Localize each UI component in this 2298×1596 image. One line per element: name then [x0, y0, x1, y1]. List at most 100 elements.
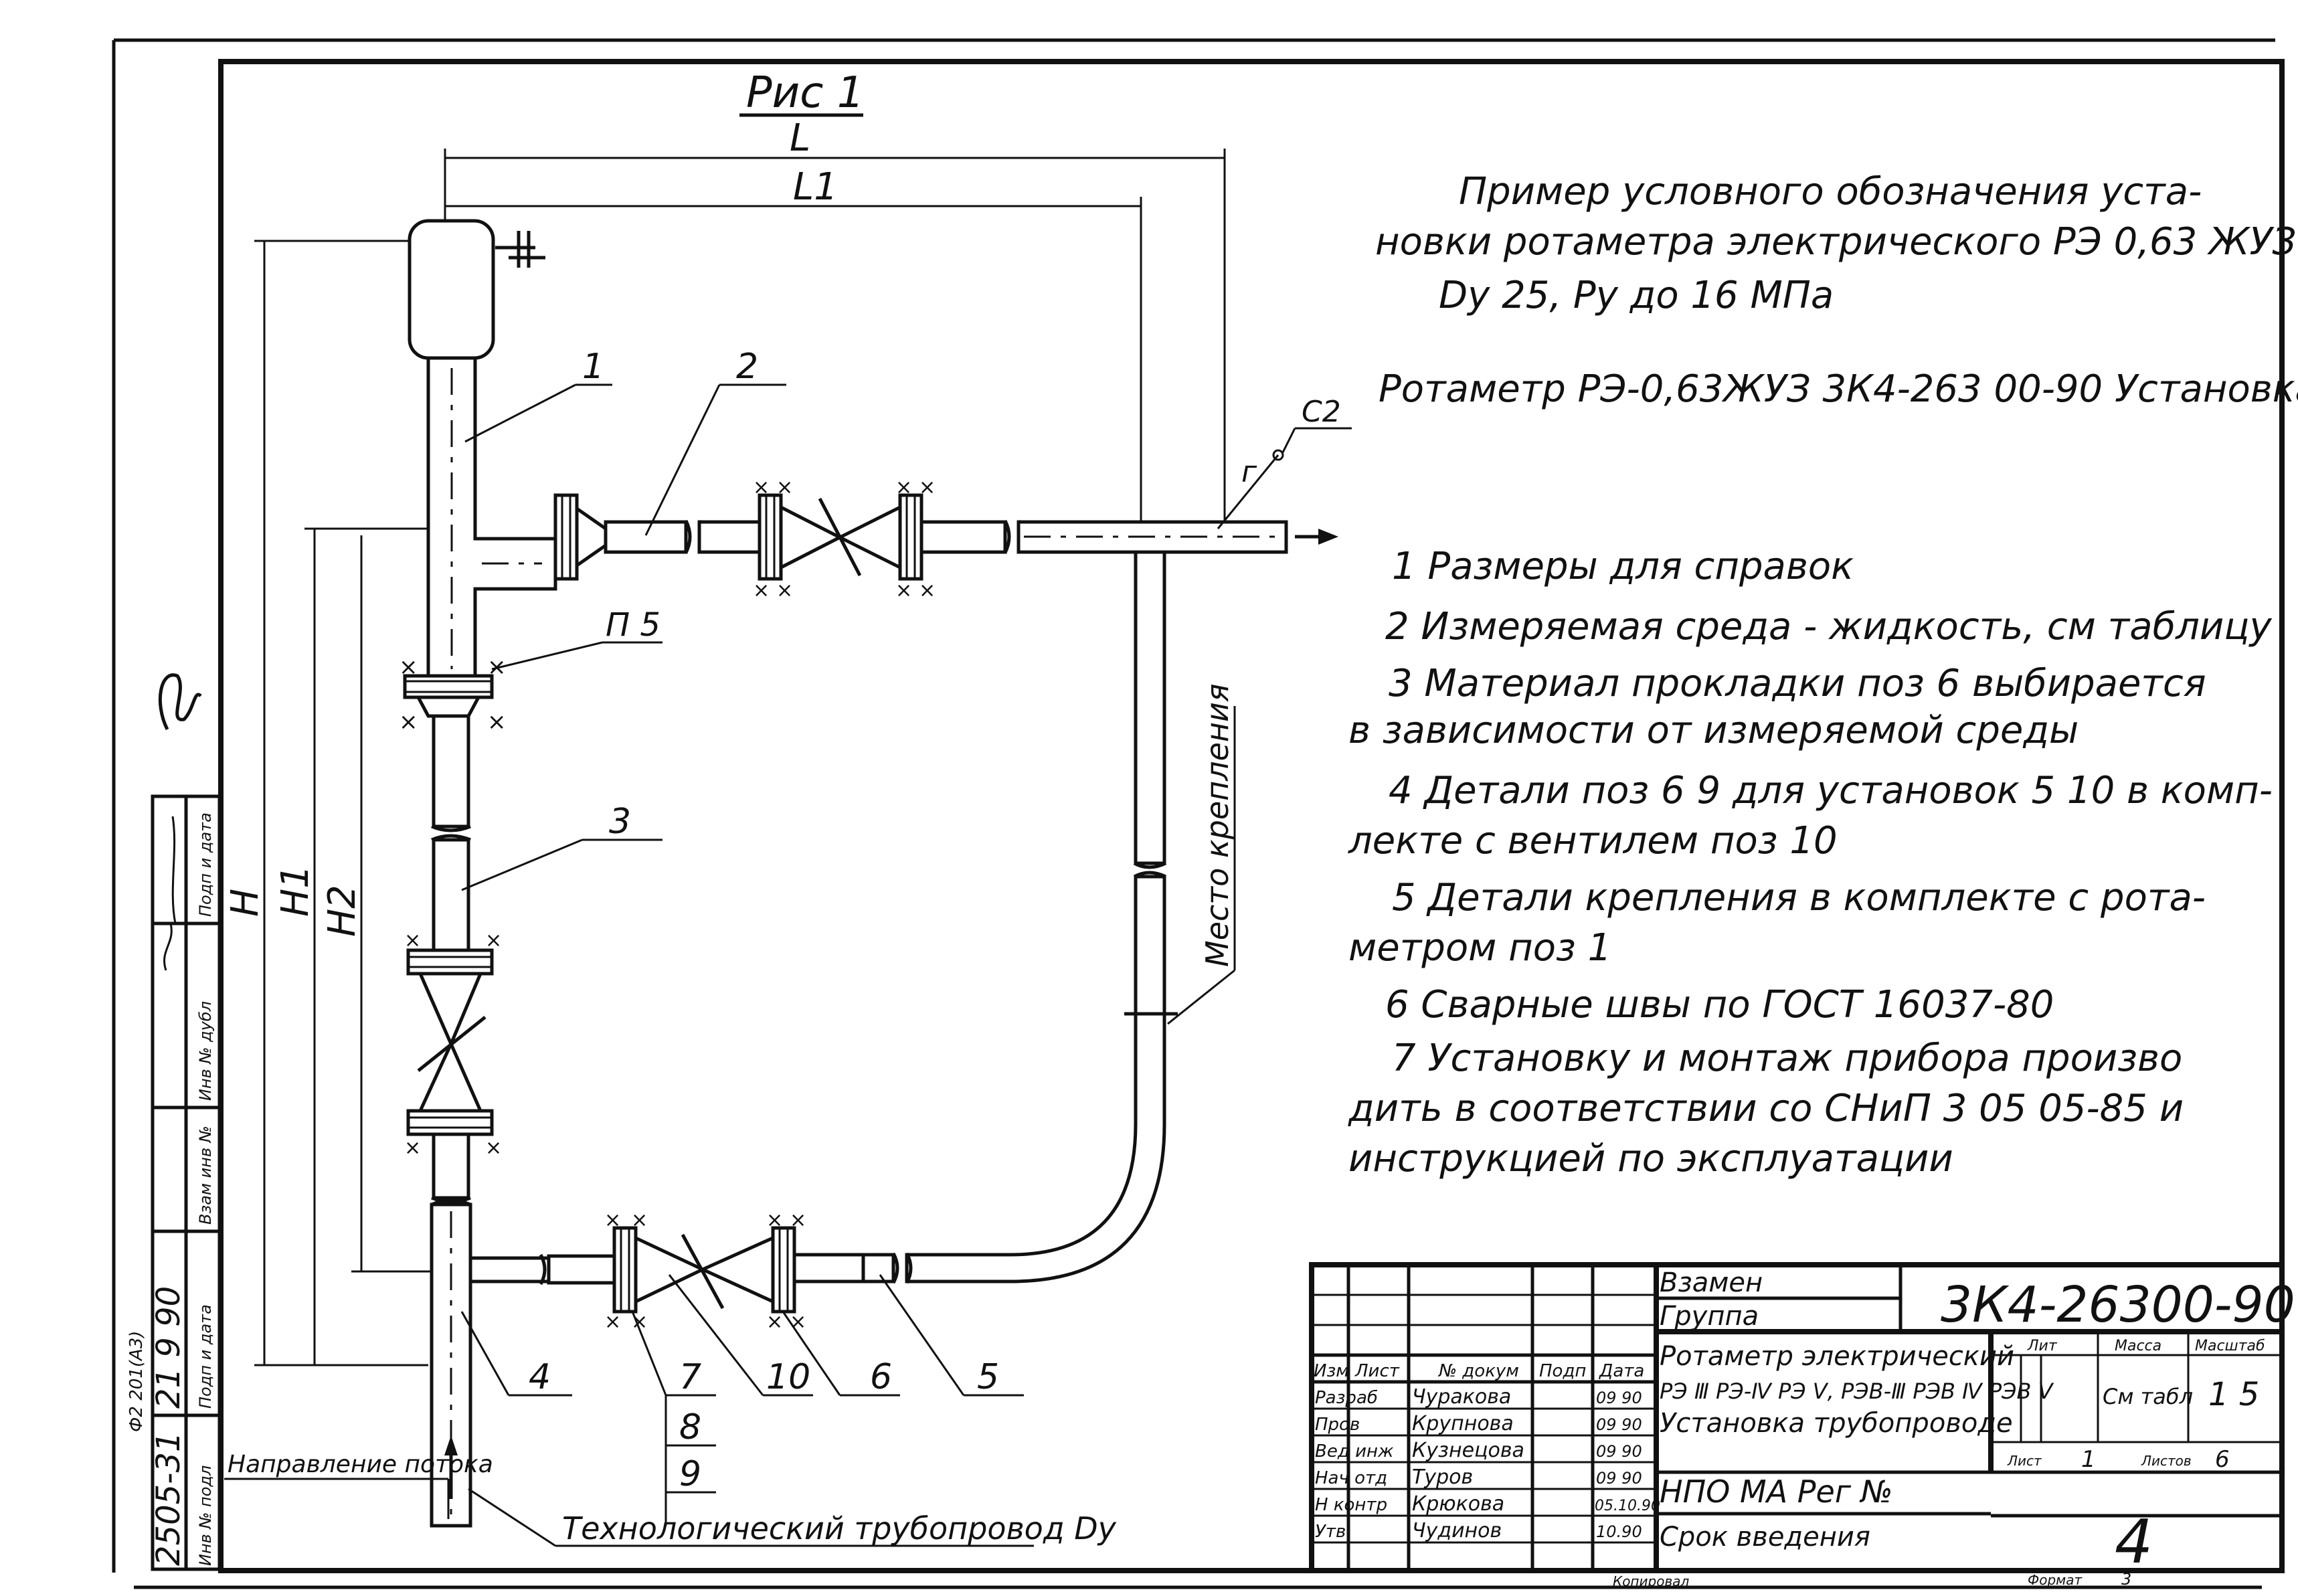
note-7c: инструкцией по эксплуатации: [1348, 1137, 1953, 1180]
tb-date-utv: 10.90: [1596, 1522, 1642, 1541]
tb-lit-label: Лит: [2027, 1338, 2058, 1354]
mount-label: Место крепления: [1199, 683, 1235, 967]
svg-text:×: ×: [895, 476, 912, 499]
stamp-inv-value: 2505-31: [150, 1431, 187, 1566]
outlet-pipe-top: × × × × × × × ×: [553, 476, 1338, 602]
callout-7: 7: [679, 1357, 701, 1397]
callout-2: 2: [736, 347, 758, 387]
tb-date-nkontr: 05.10.90: [1595, 1498, 1660, 1514]
note-5b: метром поз 1: [1348, 926, 1611, 970]
note-7a: 7 Установку и монтаж прибора произво: [1392, 1037, 2182, 1080]
tb-masshtab-label: Масштаб: [2195, 1338, 2265, 1354]
tb-name-line-1: Ротаметр электрический: [1660, 1341, 2014, 1372]
tb-col-izm: Изм: [1314, 1361, 1349, 1381]
stamp-format: Ф2 201(А3): [126, 1331, 147, 1432]
note-5a: 5 Детали крепления в комплекте с рота-: [1392, 876, 2206, 919]
tb-gruppa: Группа: [1660, 1301, 1759, 1332]
callout-8: 8: [679, 1407, 701, 1447]
svg-text:×: ×: [776, 476, 793, 499]
tb-col-data: Дата: [1599, 1361, 1644, 1381]
signature-mark-2: [163, 816, 177, 971]
dim-L1: L1: [793, 165, 838, 209]
stamp-col-podp-data: Подп и дата: [196, 1304, 215, 1409]
tb-listov-label: Листов: [2141, 1453, 2192, 1469]
callout-5: 5: [977, 1357, 999, 1397]
tb-date-ved: 09 90: [1596, 1442, 1642, 1461]
note-4b: лекте с вентилем поз 10: [1348, 819, 1838, 863]
callout-c2: С2: [1302, 395, 1341, 429]
note-2: 2 Измеряемая среда - жидкость, см таблиц…: [1385, 605, 2272, 648]
tb-name-nach: Туров: [1412, 1466, 1473, 1489]
svg-text:×: ×: [776, 579, 793, 602]
svg-text:×: ×: [790, 1209, 806, 1232]
tb-srok: Срок введения: [1660, 1522, 1870, 1553]
svg-text:×: ×: [487, 709, 507, 735]
svg-text:×: ×: [919, 476, 936, 499]
svg-text:×: ×: [604, 1310, 621, 1334]
svg-text:×: ×: [919, 579, 936, 602]
note-6: 6 Сварные швы по ГОСТ 16037-80: [1385, 983, 2054, 1027]
tb-date-razrab: 09 90: [1596, 1389, 1642, 1407]
svg-text:×: ×: [766, 1310, 783, 1334]
tb-name-nkontr: Крюкова: [1412, 1492, 1504, 1516]
stamp-col-inv-dubl: Инв № дубл: [196, 1001, 215, 1101]
callout-10: 10: [766, 1357, 810, 1397]
notes-block: 1 Размеры для справок 2 Измеряемая среда…: [1348, 545, 2273, 1180]
dimension-lines: L L1 H H1 H2: [224, 116, 1226, 1366]
stamp-col-podp-data-2: Подп и дата: [196, 812, 215, 917]
tb-col-podp: Подп: [1539, 1361, 1586, 1381]
tb-listov: 6: [2215, 1446, 2230, 1473]
callout-p5: П 5: [606, 606, 660, 644]
tb-name-prov: Крупнова: [1412, 1412, 1514, 1435]
svg-text:×: ×: [766, 1209, 783, 1232]
callouts: 1 2 3 4 5 6 7 8 9 10 П 5 г С: [460, 347, 1352, 1526]
doc-number: 3К4-26300-90: [1941, 1276, 2295, 1334]
svg-text:×: ×: [485, 929, 502, 952]
tb-role-nach: Нач отд: [1315, 1468, 1387, 1488]
tb-date-prov: 09 90: [1596, 1415, 1642, 1434]
note-7b: дить в соответствии со СНиП 3 05 05-85 и: [1348, 1087, 2184, 1130]
svg-text:×: ×: [404, 1136, 421, 1160]
note-1: 1 Размеры для справок: [1392, 545, 1854, 588]
designation-example: Ротаметр РЭ-0,63ЖУЗ 3К4-263 00-90 Устано…: [1379, 367, 2298, 411]
svg-text:×: ×: [753, 476, 770, 499]
svg-text:×: ×: [399, 654, 418, 681]
stamp-col-vzam: Взам инв №: [196, 1126, 215, 1225]
side-stamp: Ф2 201(А3) Инв № подл Подп и дата Взам и…: [126, 673, 222, 1571]
note-3a: 3 Материал прокладки поз 6 выбирается: [1389, 662, 2206, 705]
tb-format-label: Формат: [2028, 1572, 2083, 1588]
dim-H2: H2: [321, 885, 364, 937]
callout-g: г: [1241, 455, 1257, 489]
tb-zamen: Взамен: [1660, 1267, 1763, 1298]
rotameter-assembly: × × × × × × × ×: [399, 219, 557, 1528]
return-pipe: × × × × × × × ×: [539, 550, 1178, 1334]
stamp-col-inv-podl: Инв № подл: [196, 1466, 215, 1566]
svg-text:×: ×: [404, 929, 421, 952]
svg-text:×: ×: [753, 579, 770, 602]
designation-line-2: новки ротаметра электрического РЭ 0,63 Ж…: [1375, 220, 2296, 264]
callout-1: 1: [582, 347, 604, 387]
tb-masshtab: 1 5: [2208, 1376, 2259, 1413]
tb-org: НПО МА Рег №: [1660, 1474, 1892, 1510]
tb-role-utv: Утв: [1315, 1522, 1346, 1542]
dim-L: L: [790, 116, 810, 160]
tb-format-value: 3: [2121, 1570, 2131, 1589]
signature-mark: [158, 673, 202, 731]
callout-9: 9: [679, 1454, 701, 1494]
svg-text:×: ×: [790, 1310, 806, 1334]
tb-kopiroval: Копировал: [1613, 1573, 1689, 1589]
tb-name-line-3: Установка трубопроводе: [1660, 1408, 2013, 1439]
designation-block: Пример условного обозначения уста- новки…: [1375, 170, 2298, 411]
tb-name-ved: Кузнецова: [1412, 1439, 1524, 1462]
tb-list: 1: [2081, 1446, 2096, 1473]
flow-labels: Направление потока Технологический трубо…: [224, 1435, 1117, 1547]
tb-role-ved: Вед инж: [1315, 1441, 1394, 1461]
dim-H: H: [224, 889, 267, 917]
tb-massa: См табл: [2103, 1384, 2193, 1409]
stamp-date-value: 21 9 90: [150, 1286, 187, 1409]
svg-text:×: ×: [399, 709, 418, 735]
tb-massa-label: Масса: [2115, 1338, 2161, 1354]
callout-4: 4: [529, 1357, 551, 1397]
svg-text:×: ×: [895, 579, 912, 602]
